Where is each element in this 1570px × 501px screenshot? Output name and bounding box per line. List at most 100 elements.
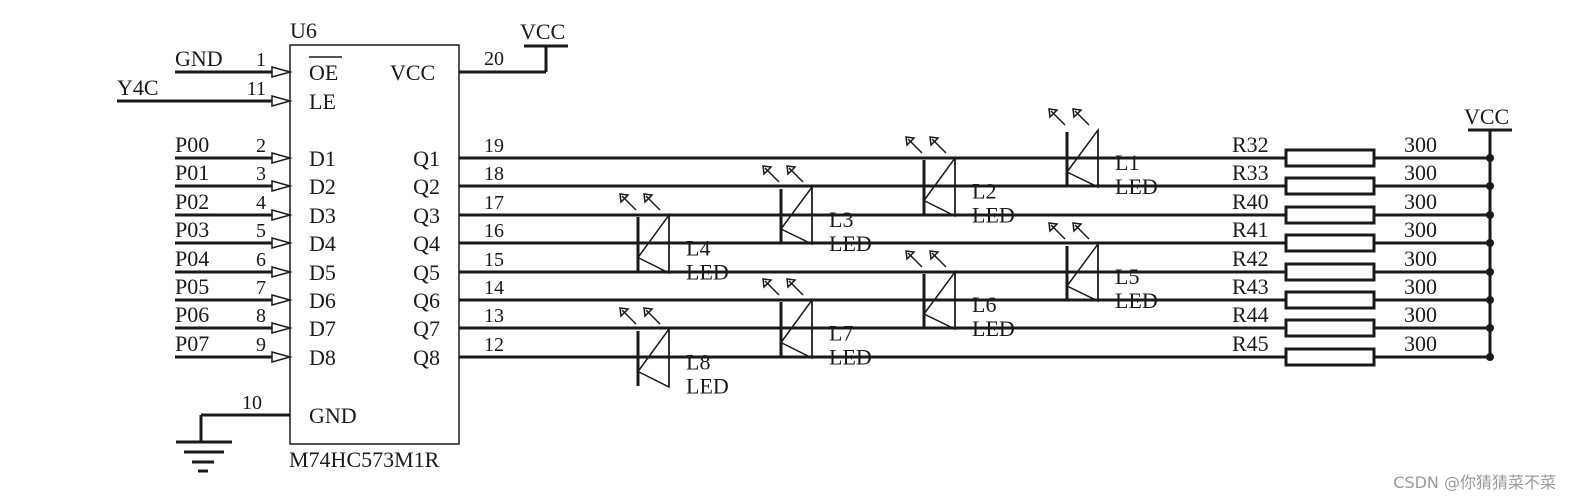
led-l6-type-label: LED [972,316,1015,341]
input-pin-number: 3 [256,163,266,185]
led-l3-ref-label: L3 [829,207,853,232]
output-pin-name: Q6 [413,288,440,313]
resistor-r44-ref-label: R44 [1232,302,1269,327]
chip-ref-label: U6 [290,18,317,43]
resistor-r45-value-label: 300 [1404,331,1437,356]
led-l2-type-label: LED [972,203,1015,228]
resistor-r43-value-label: 300 [1404,274,1437,299]
resistor-r41-value-label: 300 [1404,217,1437,242]
resistor-r33-value-label: 300 [1404,160,1437,185]
output-pin-number: 12 [484,334,504,356]
output-pin-name: Q4 [413,231,440,256]
watermark-text: CSDN @你猜猜菜不菜 [1393,473,1556,492]
input-arrow [271,322,293,334]
input-net-label: P02 [175,189,209,214]
output-pin-name: Q5 [413,260,440,285]
resistor-r44-junction [1486,324,1494,332]
chip-vcc-pin-name: VCC [390,60,435,85]
led-l2-light-arrowhead-1 [929,136,940,147]
input-arrow [271,152,293,164]
input-pin-name: LE [309,89,336,114]
output-pin-name: Q1 [413,146,440,171]
output-pin-number: 14 [484,277,504,299]
led-l8-ref-label: L8 [686,350,710,375]
led-l5-ref-label: L5 [1115,264,1139,289]
input-pin-number: 9 [256,334,266,356]
input-arrow [271,95,293,107]
chip-body [289,44,460,445]
input-net-label: P05 [175,274,209,299]
led-l2-light-arrowhead-0 [905,136,916,147]
resistor-r43-body [1284,290,1376,310]
led-l8-light-arrowhead-1 [643,307,654,318]
input-net-label: P01 [175,160,209,185]
input-net-label: P07 [175,331,209,356]
input-net-label: P03 [175,217,209,242]
input-pin-number: 1 [256,49,266,71]
resistor-r42-value-label: 300 [1404,246,1437,271]
output-pin-number: 13 [484,305,504,327]
led-l7-light-arrowhead-1 [786,278,797,289]
input-net-label: GND [175,46,223,71]
output-pin-name: Q3 [413,203,440,228]
led-l7-type-label: LED [829,345,872,370]
led-l5-type-label: LED [1115,288,1158,313]
input-arrow [271,237,293,249]
output-pin-number: 17 [484,192,504,214]
input-pin-name: D8 [309,345,336,370]
resistor-r45-body [1284,347,1376,367]
resistor-r41-body [1284,233,1376,253]
output-pin-number: 15 [484,249,504,271]
input-pin-name: D6 [309,288,336,313]
led-l5-light-arrowhead-1 [1072,222,1083,233]
chip-gnd-pin-name: GND [309,403,357,428]
led-l7-ref-label: L7 [829,321,853,346]
resistor-r33-body [1284,176,1376,196]
resistor-r32-body [1284,148,1376,168]
led-l2-ref-label: L2 [972,179,996,204]
input-pin-number: 6 [256,249,266,271]
led-l3-light-arrowhead-0 [762,165,773,176]
led-l6-ref-label: L6 [972,292,996,317]
input-pin-number: 4 [256,192,266,214]
input-net-label: Y4C [117,75,159,100]
input-pin-number: 8 [256,305,266,327]
resistor-r41-junction [1486,239,1494,247]
input-net-label: P06 [175,302,209,327]
resistor-r32-ref-label: R32 [1232,132,1269,157]
input-pin-number: 5 [256,220,266,242]
led-l1-type-label: LED [1115,174,1158,199]
led-l1-light-arrowhead-0 [1048,108,1059,119]
input-pin-name: D1 [309,146,336,171]
chip-part-label: M74HC573M1R [289,447,440,472]
vcc-right-label: VCC [1464,104,1509,129]
resistor-r42-junction [1486,268,1494,276]
input-net-label: P04 [175,246,209,271]
input-pin-number: 2 [256,135,266,157]
led-l7-light-arrowhead-0 [762,278,773,289]
resistor-r40-ref-label: R40 [1232,189,1269,214]
output-pin-name: Q8 [413,345,440,370]
vcc-pin-number: 20 [484,48,504,70]
resistor-r42-body [1284,262,1376,282]
resistor-r40-value-label: 300 [1404,189,1437,214]
resistor-r33-junction [1486,182,1494,190]
resistor-r32-junction [1486,154,1494,162]
output-pin-name: Q7 [413,316,440,341]
input-pin-name: D4 [309,231,336,256]
output-pin-number: 16 [484,220,504,242]
input-pin-name: D5 [309,260,336,285]
input-arrow [271,66,293,78]
led-l8-light-arrowhead-0 [619,307,630,318]
resistor-r45-junction [1486,353,1494,361]
resistor-r43-junction [1486,296,1494,304]
led-l1-ref-label: L1 [1115,150,1139,175]
vcc-top-label: VCC [520,19,565,44]
input-pin-name: D3 [309,203,336,228]
input-arrow [271,351,293,363]
input-pin-name: OE [309,60,338,85]
resistor-r40-body [1284,205,1376,225]
input-arrow [271,209,293,221]
power-symbols: VCC VCC [176,19,1512,473]
